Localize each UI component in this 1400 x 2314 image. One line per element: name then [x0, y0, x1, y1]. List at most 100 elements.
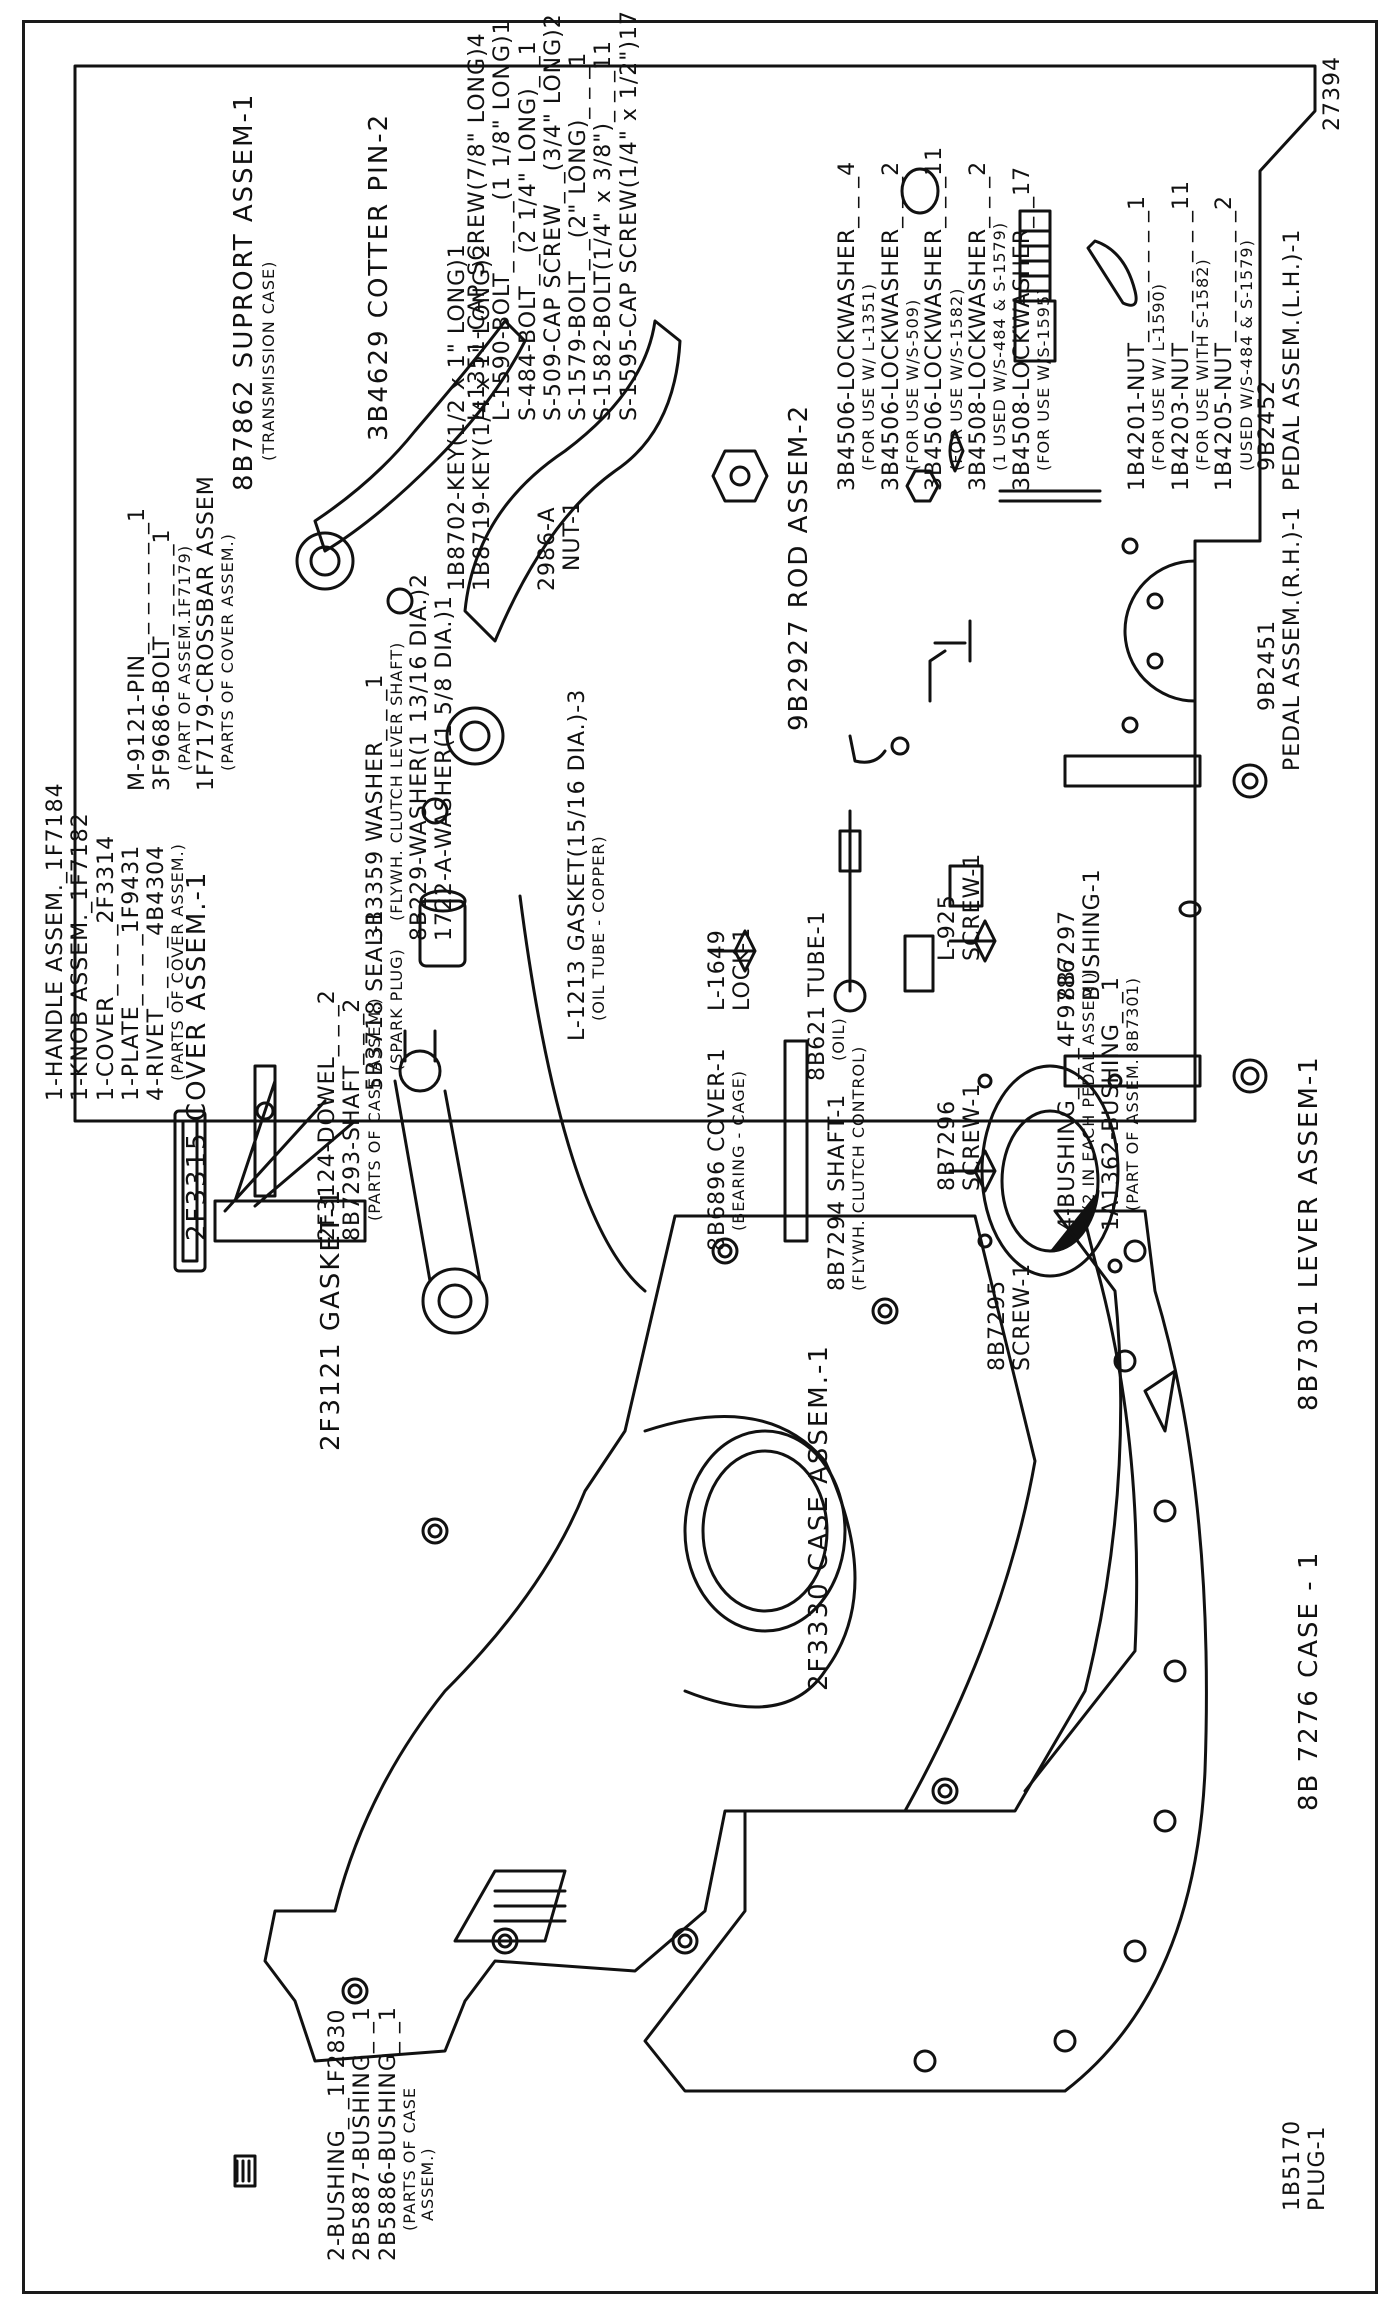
rod-assembly-drawing	[848, 489, 1102, 764]
bearing-cover-sub: (BEARING - CAGE)	[729, 1069, 749, 1231]
bushing-line-1: 2-BUSHING_ _1F2830	[325, 2008, 350, 2261]
washer-line-1: 3B3359 WASHER_ _ _1	[363, 673, 388, 941]
pedal-rh-name: PEDAL ASSEM.(R.H.)-1	[1280, 506, 1306, 771]
rod-assembly-label: 9B2927 ROD ASSEM-2	[784, 403, 814, 731]
screws-parts-list: L-1351-CAP SCREW(7/8" LONG)4 L-1590-BOLT…	[465, 10, 642, 421]
shaft-line: 8B7293-SHAFT_ _ _2	[340, 997, 366, 1241]
nut-2986-name: NUT-1	[560, 500, 586, 571]
screw-line-6: S-1582-BOLT(1/4" x 3/8")_ _ _11	[591, 40, 617, 421]
bushing-line-3: 2B5886-BUSHING_ _1	[375, 2006, 401, 2261]
lockwasher-list: 3B4506-LOCKWASHER_ _ _4 (FOR USE W/ L-13…	[835, 146, 1053, 491]
plug-label: 1B5170 PLUG-1	[1280, 2120, 1331, 2211]
cover-line-2: 1-KNOB ASSEM._1F7182	[68, 812, 94, 1101]
support-label: 8B7862 SUPRORT ASSEM-1 (TRANSMISSION CAS…	[229, 92, 278, 491]
nut-2986-number: 2986-A	[535, 506, 560, 592]
washer-note: (FLYWH. CLUTCH LEVER SHAFT)	[387, 641, 407, 921]
cotter-pin-drawing	[1086, 239, 1138, 307]
support-title: 8B7862 SUPRORT ASSEM-1	[229, 92, 259, 491]
washer-line-2: 8B229-WASHER(1 13/16 DIA.)2	[406, 572, 432, 941]
screw-7295-label: 8B7295 SCREW-1	[985, 1263, 1036, 1371]
screw-7296-number: 8B7296	[935, 1099, 960, 1191]
lever-assembly-drawing	[393, 1029, 489, 1335]
parts-diagram-sheet: 1-HANDLE ASSEM._1F7184 1-KNOB ASSEM._1F7…	[22, 10, 1378, 2294]
pedal-lh-drawing	[295, 319, 527, 615]
lock-label: L-1649 LOCK-1	[705, 927, 756, 1011]
cover-parts-list: 1-HANDLE ASSEM._1F7184 1-KNOB ASSEM._1F7…	[43, 782, 188, 1101]
leader-line	[518, 894, 647, 1293]
bushing-line-2: 2B5887-BUSHING_ _1	[350, 2006, 376, 2261]
oil-tube-drawing	[833, 809, 867, 1013]
bushing-4f-line-1: 4-BUSHING_ _ _4F9786	[1055, 958, 1080, 1231]
screw-7296-name: SCREW-1	[960, 1082, 986, 1191]
bushing-4f-note-2: (PART OF ASSEM. 8B7301)	[1122, 977, 1142, 1211]
nut-note-1: (FOR USE W/ L-1590)	[1149, 283, 1169, 471]
cover-line-4: 1-PLATE_ _ _ _1F9431	[118, 844, 144, 1101]
screw-7295-number: 8B7295	[985, 1279, 1010, 1371]
hex-nut-drawing	[711, 449, 769, 503]
seal-drawing	[1232, 1058, 1268, 1094]
bushing-drawing	[418, 889, 467, 968]
lockwasher-note-1: (FOR USE W/ L-1351)	[859, 283, 879, 471]
bushing-4f-note-1: (2 IN EACH PEDAL ASSEM.)	[1079, 971, 1099, 1211]
washer-line-3: 1722-A-WASHER(1 5/8 DIA.)1	[431, 595, 457, 941]
bushing-4f-list: 4-BUSHING_ _ _4F9786 (2 IN EACH PEDAL AS…	[1055, 959, 1142, 1231]
screw-925-label: L-925 SCREW-1	[935, 853, 986, 961]
washer-parts-list: 3B3359 WASHER_ _ _1 (FLYWH. CLUTCH LEVER…	[363, 573, 457, 941]
crossbar-note: (PARTS OF COVER ASSEM.)	[218, 533, 238, 771]
screw-7296-label: 8B7296 SCREW-1	[935, 1083, 986, 1191]
bolt-drawing	[1013, 209, 1057, 363]
bearing-cover-label: 8B6896 COVER-1 (BEARING - CAGE)	[705, 1047, 749, 1251]
cover-assembly-title: 2F3315 COVER ASSEM.-1	[182, 870, 212, 1241]
bushing-note-1: (PARTS OF CASE	[399, 2086, 419, 2231]
bolt-note: (PART OF ASSEM.1F7179)	[174, 544, 194, 771]
support-assembly-drawing	[73, 64, 1317, 1123]
clutch-shaft-label: 8B7294 SHAFT-1 (FLYWH. CLUTCH CONTROL)	[825, 1046, 869, 1291]
crossbar-line: 1F7179-CROSSBAR ASSEM	[193, 475, 219, 791]
crossbar-parts-list: M-9121-PIN_ _ _ _ _ _ _1 3F9686-BOLT_ _ …	[125, 475, 238, 791]
case-drawing	[643, 1209, 1208, 2093]
clutch-shaft-title: 8B7294 SHAFT-1	[825, 1093, 850, 1291]
cotter-pin-label: 3B4629 COTTER PIN-2	[364, 112, 394, 441]
dowel-line: 2F3124-DOWEL_ _ _2	[315, 989, 340, 1241]
washer-drawing	[1232, 763, 1268, 799]
lockwasher-note-4: (1 USED W/S-484 & S-1579)	[990, 221, 1010, 471]
support-sub: (TRANSMISSION CASE)	[258, 260, 278, 461]
nut-list: 1B4201-NUT_ _ _ _ _ _ _1 (FOR USE W/ L-1…	[1125, 180, 1256, 491]
pedal-lh-label: 9B2452 PEDAL ASSEM.(L.H.)-1	[1255, 229, 1306, 491]
lockwasher-line-2: 3B4506-LOCKWASHER_ _ _2	[878, 160, 904, 491]
cover-line-5: 4-RIVET_ _ _ _4B4304	[144, 844, 170, 1101]
pedal-rh-number: 9B2451	[1255, 619, 1280, 711]
nut-line-1: 1B4201-NUT_ _ _ _ _ _ _1	[1125, 195, 1150, 491]
clutch-shaft-drawing	[783, 1039, 809, 1243]
cover-assembly-drawing	[213, 1064, 367, 1243]
lever-assembly-label: 8B7301 LEVER ASSEM-1	[1294, 1055, 1324, 1411]
screw-925-name: SCREW-1	[960, 852, 986, 961]
drawing-artwork	[73, 64, 1317, 2188]
pedal-rh-label: 9B2451 PEDAL ASSEM.(R.H.)-1	[1255, 506, 1306, 771]
cover-line-1: 1-HANDLE ASSEM._1F7184	[43, 782, 68, 1101]
nut-note-3: (USED W/S-484 & S-1579)	[1236, 239, 1256, 471]
lockwasher-line-5: 3B4508-LOCKWASHER_ _17	[1009, 165, 1035, 491]
bushing-note-2: ASSEM.)	[418, 2147, 438, 2222]
lockwasher-line-1: 3B4506-LOCKWASHER_ _ _4	[835, 160, 860, 491]
lockwasher-drawing	[900, 167, 940, 215]
nut-drawing	[905, 469, 940, 503]
plug-drawing	[233, 2154, 257, 2188]
bolt-line: 3F9686-BOLT_ _ _ _ _1	[150, 528, 176, 791]
nut-line-3: 1B4205-NUT_ _ _ _ _ _ _2	[1212, 195, 1238, 491]
screw-925-number: L-925	[935, 894, 960, 961]
clutch-shaft-sub: (FLYWH. CLUTCH CONTROL)	[849, 1045, 869, 1291]
pin-line: M-9121-PIN_ _ _ _ _ _ _1	[125, 506, 150, 791]
key-drawing	[948, 429, 965, 473]
rotated-drawing: 1-HANDLE ASSEM._1F7184 1-KNOB ASSEM._1F7…	[25, 10, 1375, 2291]
screw-line-2: L-1590-BOLT_ _ _ _(1 1/8" LONG)1	[490, 19, 516, 421]
screw-line-1: L-1351-CAP SCREW(7/8" LONG)4	[465, 32, 490, 421]
lockwasher-note-5: (FOR USE W/S-1595)	[1034, 287, 1054, 471]
lockwasher-line-3: 3B4506-LOCKWASHER_ _ _11	[922, 145, 948, 491]
copper-gasket-label: L-1213 GASKET(15/16 DIA.)-3 (OIL TUBE - …	[565, 689, 609, 1041]
plug-number: 1B5170	[1280, 2119, 1305, 2211]
gasket-drawing	[173, 1109, 207, 1273]
pedal-lh-number: 9B2452	[1255, 379, 1280, 471]
screw-line-5: S-1579-BOLT_ _(2" LONG)_ _ _1	[566, 51, 592, 421]
screw-line-3: S-484-BOLT_ _(2 1/4" LONG)_ _1	[515, 40, 541, 421]
